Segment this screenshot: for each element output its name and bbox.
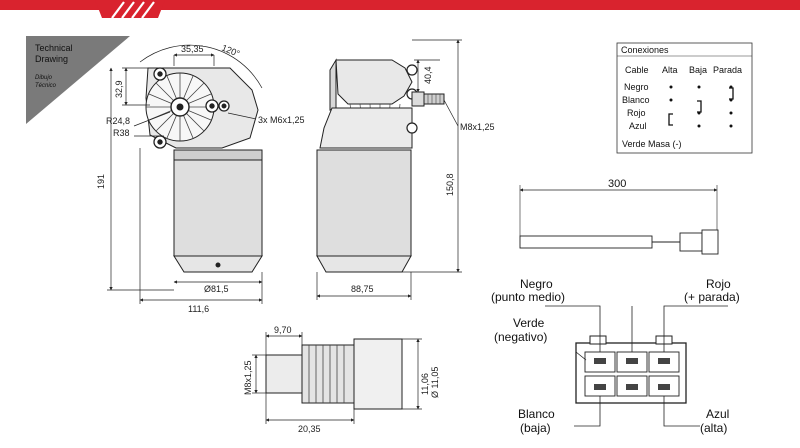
badge-subtitle-line2: Técnico bbox=[35, 83, 57, 89]
connector-key bbox=[589, 335, 607, 345]
side-view-shaft bbox=[423, 93, 445, 105]
side-view-motor-body bbox=[316, 149, 412, 257]
connections-row-negro: Negro bbox=[624, 82, 649, 92]
dim-shaft-diameter-2: Ø 11,05 bbox=[430, 367, 440, 398]
dim-side-shaft-thread: M8x1,25 bbox=[460, 122, 495, 132]
front-view-cap-dot bbox=[215, 262, 221, 268]
connector-label-blanco-detail: (baja) bbox=[520, 421, 551, 435]
connections-footer: Verde Masa (-) bbox=[622, 139, 682, 149]
badge-title-line2: Drawing bbox=[35, 54, 68, 64]
connector-label-azul: Azul bbox=[706, 407, 729, 421]
connector-pinout bbox=[545, 305, 728, 427]
connections-header-parada: Parada bbox=[713, 65, 742, 75]
cable-connector-tip bbox=[701, 229, 719, 255]
connections-header-cable: Cable bbox=[625, 65, 649, 75]
dim-shaft-thread: M8x1,25 bbox=[243, 360, 253, 395]
connections-table-border bbox=[616, 42, 753, 154]
dim-front-angle: 120° bbox=[220, 43, 241, 59]
connections-row-azul: Azul bbox=[629, 121, 647, 131]
badge-title-line1: Technical bbox=[35, 43, 73, 53]
connector-label-negro: Negro bbox=[520, 277, 553, 291]
connections-header-alta: Alta bbox=[662, 65, 678, 75]
connector-label-negro-detail: (punto medio) bbox=[491, 290, 565, 304]
shaft-detail-base bbox=[353, 338, 403, 410]
dim-shaft-diameter-1: 11,06 bbox=[420, 373, 430, 395]
shaft-detail-dimensions bbox=[252, 332, 422, 424]
dim-side-depth: 88,75 bbox=[351, 284, 374, 294]
side-view-shaft-boss bbox=[411, 91, 425, 107]
dim-side-total-height: 150,8 bbox=[445, 173, 455, 196]
front-view-hub-center bbox=[176, 103, 184, 111]
front-view-arc-120 bbox=[139, 44, 263, 89]
shaft-detail-plain bbox=[265, 354, 303, 394]
cable-sleeve bbox=[519, 235, 653, 249]
connections-jumpers bbox=[668, 87, 734, 126]
side-view-gear-housing bbox=[335, 59, 413, 105]
front-view-motor-collar bbox=[173, 149, 263, 161]
dim-front-width-top: 35,35 bbox=[181, 44, 204, 54]
side-view-dimensions bbox=[316, 39, 462, 300]
dim-front-upper-height: 32,9 bbox=[114, 80, 124, 98]
front-view-mount-holes bbox=[157, 71, 227, 145]
connections-row-blanco: Blanco bbox=[622, 95, 650, 105]
connector-housing bbox=[575, 342, 687, 404]
front-view-motor-body bbox=[173, 157, 263, 257]
header-tab-stripes bbox=[111, 1, 155, 18]
shaft-detail bbox=[265, 338, 403, 410]
connections-header-baja: Baja bbox=[689, 65, 707, 75]
connector-label-rojo-detail: (+ parada) bbox=[684, 290, 740, 304]
connector-label-verde-detail: (negativo) bbox=[494, 330, 547, 344]
dim-side-top-height: 40,4 bbox=[423, 66, 433, 84]
dim-shaft-total-length: 20,35 bbox=[298, 424, 321, 434]
side-view-motor-cap bbox=[316, 255, 412, 273]
side-view bbox=[316, 58, 445, 273]
front-view bbox=[139, 44, 263, 273]
dim-front-thread-holes: 3x M6x1,25 bbox=[258, 115, 305, 125]
dim-cable-length: 300 bbox=[608, 178, 626, 190]
technical-drawing-badge: Technical Drawing Dibujo Técnico bbox=[26, 36, 130, 124]
dim-front-radius-inner: R38 bbox=[113, 128, 130, 138]
cable-connector bbox=[679, 232, 703, 252]
connections-title: Conexiones bbox=[621, 45, 669, 55]
dim-front-total-height: 191 bbox=[96, 174, 106, 189]
dim-front-base-width: 111,6 bbox=[188, 304, 209, 314]
connector-pin-slots bbox=[594, 358, 670, 390]
dim-front-radius-outer: R24,8 bbox=[106, 116, 130, 126]
side-view-neck bbox=[319, 107, 413, 149]
badge-triangle bbox=[26, 36, 130, 124]
connector-label-blanco: Blanco bbox=[518, 407, 555, 421]
brand-header-band bbox=[0, 0, 800, 18]
connections-row-rojo: Rojo bbox=[627, 108, 646, 118]
dim-front-body-diameter: Ø81,5 bbox=[204, 284, 229, 294]
header-red-strip bbox=[0, 0, 800, 10]
connector-label-verde: Verde bbox=[513, 316, 545, 330]
shaft-detail-spline bbox=[301, 344, 355, 404]
connections-table: Conexiones Cable Alta Baja Parada Negro … bbox=[616, 42, 753, 154]
cable-drawing bbox=[519, 185, 719, 255]
connector-callout-lines bbox=[545, 305, 728, 427]
front-view-dimensions bbox=[107, 53, 263, 304]
badge-subtitle-line1: Dibujo bbox=[35, 75, 53, 81]
side-view-shaft-thread bbox=[427, 94, 441, 104]
dim-shaft-short-length: 9,70 bbox=[274, 325, 292, 335]
shaft-detail-spline-ridges bbox=[308, 345, 345, 403]
connector-label-rojo: Rojo bbox=[706, 277, 731, 291]
connector-label-azul-detail: (alta) bbox=[700, 421, 727, 435]
side-view-cover-plate bbox=[329, 58, 337, 111]
